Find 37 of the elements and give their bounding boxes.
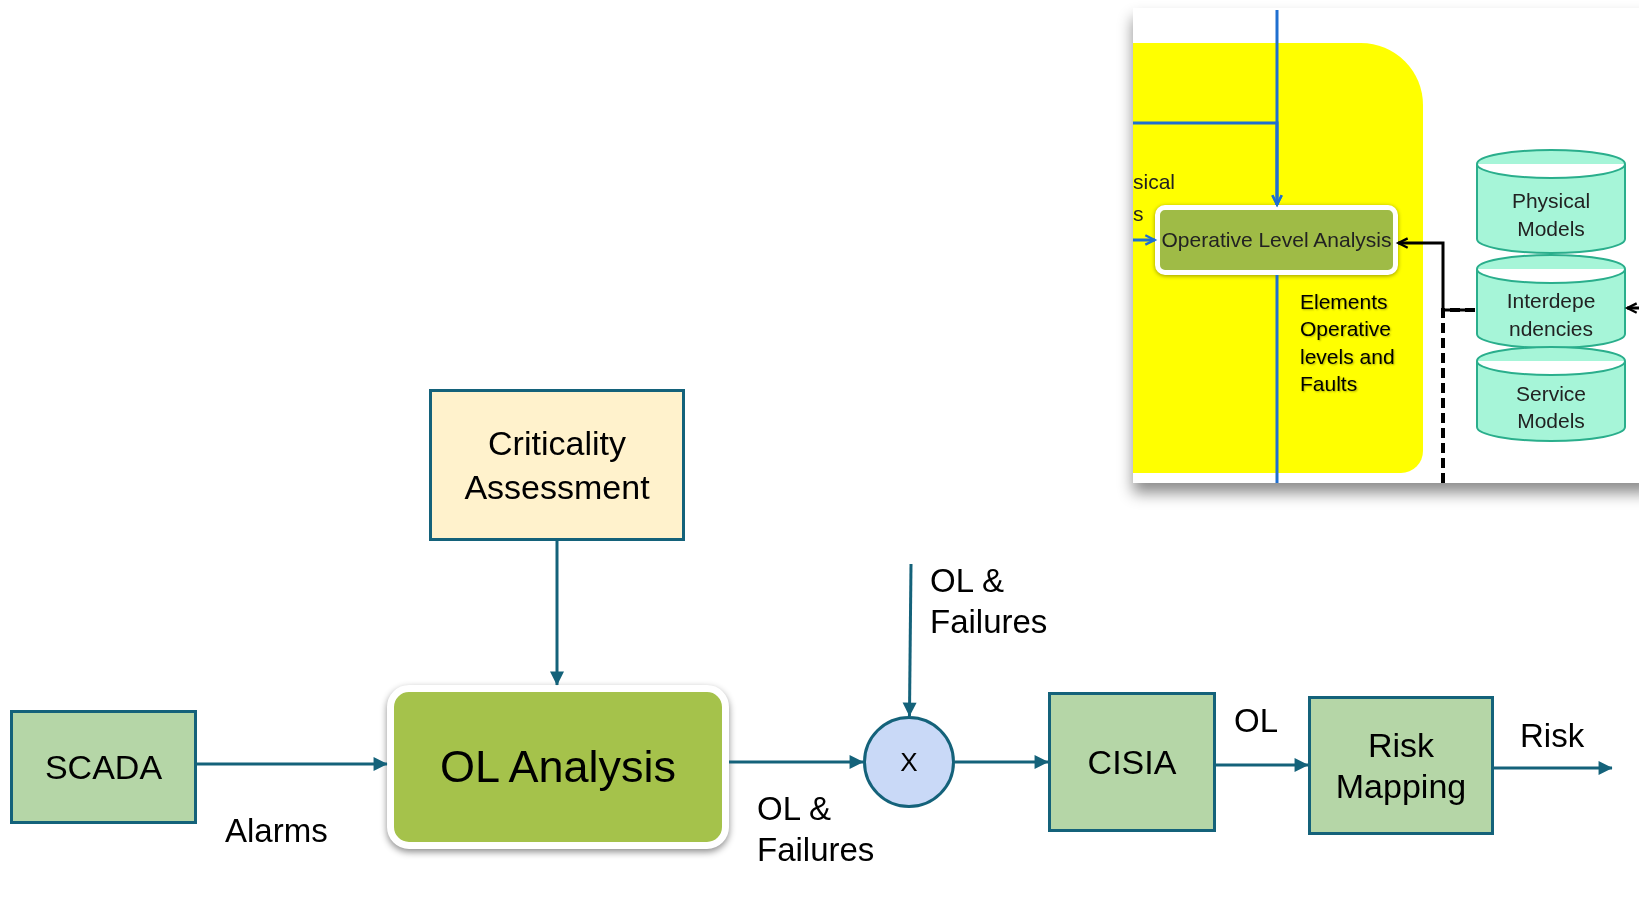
- process-box: [1155, 205, 1398, 275]
- process-box: [10, 710, 197, 824]
- edge-label: Risk: [1520, 716, 1586, 756]
- process-box: [1308, 696, 1494, 835]
- arrow: [1133, 234, 1156, 246]
- arrow: [1626, 302, 1639, 314]
- arrow: [729, 755, 864, 769]
- arrow: [1133, 121, 1283, 206]
- process-box: [429, 389, 685, 541]
- text-label: sical: [1133, 170, 1175, 194]
- node-label: SCADA: [44, 746, 163, 788]
- arrow: [550, 541, 564, 686]
- node-label: Physical Models: [1510, 188, 1592, 242]
- node-label: OL Analysis: [440, 741, 676, 793]
- arrow: [902, 564, 917, 717]
- edge-label: OL: [1234, 701, 1280, 741]
- node-label: CISIA: [1087, 741, 1177, 783]
- arrow: [197, 757, 388, 771]
- node-label: Service Models: [1515, 380, 1587, 434]
- region-band: [1133, 43, 1423, 473]
- process-box: [1048, 692, 1216, 832]
- edge-label: Alarms: [225, 811, 329, 851]
- database-cylinder: [1475, 148, 1627, 255]
- edge-label: OL & Failures: [930, 561, 1049, 643]
- edge-label: Elements Operative levels and Faults: [1300, 289, 1396, 397]
- node-label: Criticality Assessment: [463, 422, 651, 508]
- node-label: X: [900, 746, 918, 778]
- node-label: Operative Level Analysis: [1161, 226, 1392, 253]
- text-label: s: [1133, 202, 1144, 226]
- edge-label: OL & Failures: [757, 789, 876, 871]
- arrow: [1494, 761, 1613, 775]
- database-cylinder: [1475, 253, 1627, 350]
- arrow: [955, 755, 1049, 769]
- arrow: [1216, 758, 1309, 772]
- database-cylinder: [1475, 345, 1627, 443]
- node-label: Interdepe ndencies: [1505, 288, 1597, 342]
- node-label: Risk Mapping: [1334, 724, 1468, 807]
